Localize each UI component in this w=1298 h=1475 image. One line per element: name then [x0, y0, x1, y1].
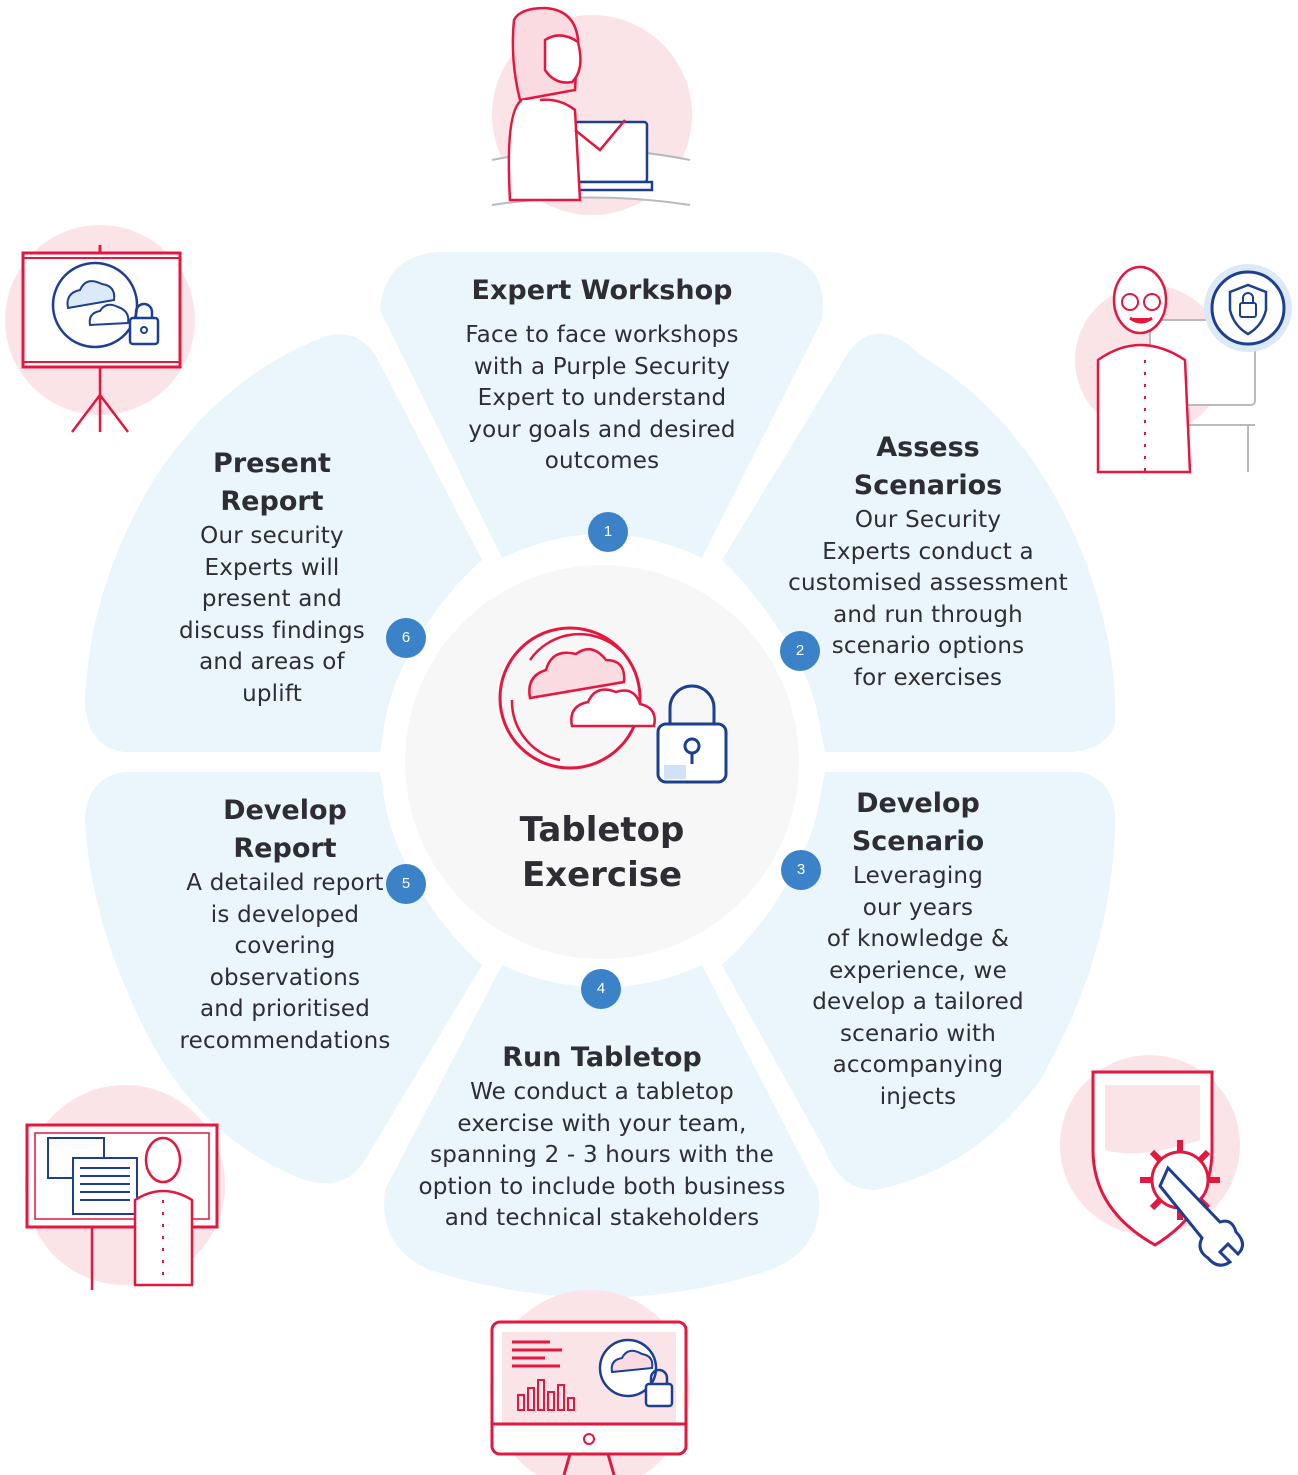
- step-3-title-line: Scenario: [851, 826, 985, 857]
- step-4-desc-line: and technical stakeholders: [444, 1205, 760, 1231]
- step-2-title-line: Scenarios: [853, 470, 1003, 501]
- petal-1-expert-workshop: [380, 252, 823, 558]
- presenter-whiteboard-illustration-icon: [25, 1085, 225, 1290]
- step-3-desc-line: accompanying: [832, 1052, 1004, 1078]
- shield-gear-wrench-icon: [1060, 1055, 1244, 1267]
- step-3-desc-line: develop a tailored: [812, 989, 1024, 1015]
- step-5-block: Develop Report A detailed report is deve…: [160, 792, 410, 1057]
- badge-5: [386, 864, 426, 904]
- center-title-block: Tabletop Exercise: [452, 808, 752, 898]
- step-6-desc-line: and areas of: [199, 649, 345, 675]
- man-monitor-shield-illustration-icon: [1075, 264, 1292, 474]
- step-6-title-line: Present: [213, 448, 331, 479]
- step-3-block: Develop Scenario Leveraging our years of…: [788, 785, 1048, 1113]
- step-5-desc-line: observations: [209, 964, 361, 991]
- badge-4: [581, 969, 621, 1009]
- step-2-block: Assess Scenarios Our Security Experts co…: [768, 429, 1088, 694]
- step-2-desc-line: for exercises: [853, 664, 1003, 691]
- step-2-title-line: Assess: [876, 432, 980, 463]
- step-2-desc-line: Our Security: [854, 507, 1002, 533]
- step-3-desc-line: of knowledge &: [826, 926, 1010, 952]
- step-6-desc-line: discuss findings: [179, 617, 365, 644]
- center-title-line-1: Tabletop: [519, 810, 685, 850]
- step-2-desc-line: scenario options: [831, 633, 1025, 659]
- step-5-desc-line: recommendations: [179, 1027, 391, 1054]
- cloud-lock-center-icon: [498, 626, 728, 784]
- step-3-desc-line: scenario with: [839, 1020, 997, 1047]
- step-4-desc-line: option to include both business: [418, 1173, 786, 1200]
- step-5-title-line: Report: [233, 833, 337, 864]
- step-6-desc-line: uplift: [242, 680, 302, 707]
- step-1-desc-line: outcomes: [544, 448, 660, 474]
- badge-6-number: 6: [401, 629, 411, 646]
- step-3-desc-line: our years: [862, 894, 974, 921]
- step-1-block: Expert Workshop Face to face workshops w…: [412, 272, 792, 478]
- badge-3: [781, 850, 821, 890]
- step-2-desc-line: and run through: [833, 601, 1023, 628]
- step-5-desc-line: and prioritised: [199, 996, 371, 1022]
- step-1-desc-line: Face to face workshops: [465, 322, 739, 348]
- step-1-title: Expert Workshop: [471, 275, 733, 306]
- woman-laptop-illustration-icon: [491, 6, 692, 215]
- step-6-title-line: Report: [220, 486, 324, 517]
- center-title-line-2: Exercise: [521, 855, 683, 895]
- petal-group: [85, 252, 1116, 1298]
- badge-4-number: 4: [596, 980, 606, 997]
- step-1-desc-line: your goals and desired: [468, 416, 736, 443]
- step-4-desc-line: We conduct a tabletop: [470, 1079, 734, 1105]
- badge-2-number: 2: [795, 642, 805, 659]
- step-3-desc-line: injects: [879, 1083, 957, 1110]
- step-6-desc-line: Experts will: [204, 554, 340, 581]
- badge-6: [386, 618, 426, 658]
- petal-6-present-report: [85, 334, 482, 752]
- step-2-desc-line: customised assessment: [788, 570, 1068, 596]
- monitor-dashboard-cloud-lock-icon: [490, 1290, 690, 1475]
- step-6-block: Present Report Our security Experts will…: [152, 445, 392, 710]
- step-5-desc-line: A detailed report: [186, 870, 384, 896]
- step-3-desc-line: experience, we: [829, 957, 1007, 984]
- badge-2: [780, 631, 820, 671]
- step-4-desc-line: exercise with your team,: [457, 1110, 747, 1137]
- step-1-desc-line: with a Purple Security: [473, 353, 731, 380]
- badge-3-number: 3: [796, 861, 806, 878]
- center-circle: [405, 565, 799, 959]
- step-3-desc-line: Leveraging: [852, 863, 984, 889]
- step-2-desc-line: Experts conduct a: [822, 538, 1034, 565]
- step-6-desc-line: present and: [201, 586, 343, 612]
- step-6-desc-line: Our security: [200, 523, 344, 549]
- petal-2-assess-scenarios: [722, 333, 1116, 752]
- badge-1-number: 1: [603, 523, 613, 540]
- step-4-title: Run Tabletop: [502, 1042, 702, 1073]
- petal-3-develop-scenario: [722, 772, 1116, 1190]
- step-5-desc-line: covering: [234, 933, 336, 959]
- badge-5-number: 5: [401, 875, 411, 892]
- step-5-desc-line: is developed: [210, 901, 360, 928]
- badge-1: [588, 512, 628, 552]
- projector-screen-cloud-lock-icon: [5, 225, 195, 433]
- badge-group: [386, 512, 821, 1009]
- petal-4-run-tabletop: [384, 965, 819, 1298]
- step-4-block: Run Tabletop We conduct a tabletop exerc…: [392, 1039, 812, 1235]
- step-1-desc-line: Expert to understand: [477, 385, 727, 411]
- petal-5-develop-report: [85, 772, 482, 1184]
- step-3-title-line: Develop: [856, 788, 980, 819]
- step-4-desc-line: spanning 2 - 3 hours with the: [430, 1142, 774, 1168]
- step-5-title-line: Develop: [223, 795, 347, 826]
